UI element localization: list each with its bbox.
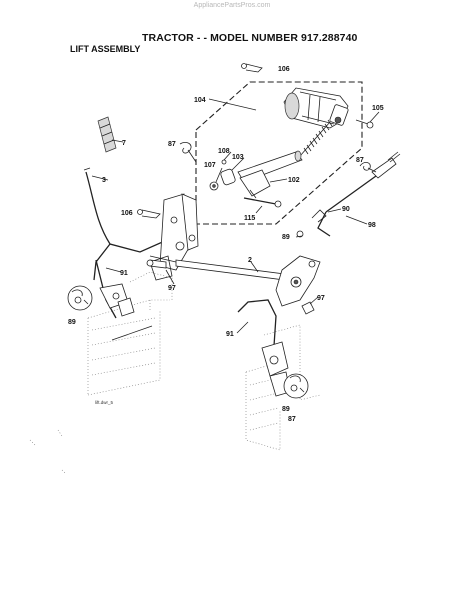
callout-107: 107 xyxy=(204,162,216,169)
clevis-pin-115 xyxy=(243,197,282,208)
callout-97-left: 97 xyxy=(168,285,176,292)
lift-handle-grip xyxy=(97,116,117,153)
collar-103 xyxy=(220,168,236,186)
pin-108 xyxy=(221,159,227,165)
callout-91-right: 91 xyxy=(226,331,234,338)
tractor-body-right xyxy=(245,324,321,451)
bolt-97-left xyxy=(146,259,167,269)
callout-87-right: 87 xyxy=(356,157,364,164)
spring-clip-90 xyxy=(311,209,327,223)
leader-lines xyxy=(91,98,380,334)
callout-7: 7 xyxy=(122,140,126,147)
actuator-motor xyxy=(283,87,349,129)
callout-89-right-lower: 89 xyxy=(282,406,290,413)
callout-90: 90 xyxy=(342,206,350,213)
callout-91-left: 91 xyxy=(120,270,128,277)
callout-102: 102 xyxy=(288,177,300,184)
detail-circle-89-right xyxy=(283,373,309,399)
detail-circle-89-left xyxy=(67,285,93,311)
callout-106-top: 106 xyxy=(278,66,290,73)
hairpin-106-left xyxy=(137,209,161,219)
callout-89-left: 89 xyxy=(68,319,76,326)
washer-89-right xyxy=(296,230,304,238)
watermark: AppliancePartsPros.com xyxy=(193,2,271,9)
lift-link-91-left xyxy=(95,259,135,319)
tractor-body-left xyxy=(29,271,173,475)
lift-arm-right xyxy=(275,255,321,307)
page-title: TRACTOR - - MODEL NUMBER 917.288740 xyxy=(142,32,358,44)
page-subtitle: LIFT ASSEMBLY xyxy=(70,44,141,54)
hairpin-87-right xyxy=(359,162,377,173)
callout-104: 104 xyxy=(194,97,206,104)
screw-105 xyxy=(355,119,374,129)
callout-87-lower: 87 xyxy=(288,416,296,423)
callout-89-right-upper: 89 xyxy=(282,234,290,241)
callout-97-right: 97 xyxy=(317,295,325,302)
figure-code: lift.dwr_5 xyxy=(95,400,114,405)
callout-108: 108 xyxy=(218,148,230,155)
actuator-screw xyxy=(299,119,333,157)
washer-107 xyxy=(209,181,219,191)
actuator-tube xyxy=(237,150,303,199)
callout-87-upper: 87 xyxy=(168,141,176,148)
hairpin-87-upper xyxy=(179,142,197,163)
lift-link-98 xyxy=(317,151,401,237)
nut-97-right xyxy=(301,301,315,315)
lift-bracket xyxy=(149,193,199,281)
callout-2: 2 xyxy=(248,257,252,264)
callout-106-left: 106 xyxy=(121,210,133,217)
callout-98: 98 xyxy=(368,222,376,229)
callout-103: 103 xyxy=(232,154,244,161)
callout-3: 3 xyxy=(102,177,106,184)
hairpin-106-top xyxy=(241,63,263,73)
callout-115: 115 xyxy=(244,215,255,222)
callout-105: 105 xyxy=(372,105,384,112)
